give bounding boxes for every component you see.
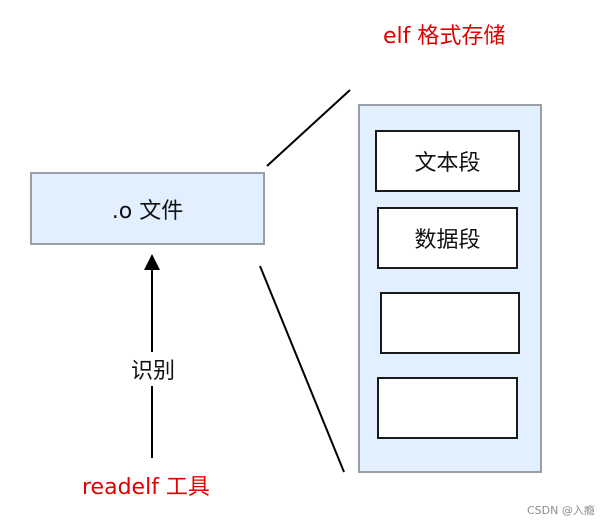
segment-label-text: 文本段	[414, 151, 481, 176]
connector-line-top	[266, 89, 351, 167]
segment-box-data: 数据段	[377, 207, 518, 269]
object-file-label: .o 文件	[111, 198, 184, 224]
connector-line-bottom	[259, 265, 345, 473]
segment-box-text: 文本段	[375, 130, 520, 192]
segment-box-empty-2	[377, 377, 518, 439]
segment-box-empty-1	[380, 292, 520, 354]
segment-label-data: 数据段	[414, 228, 481, 253]
arrow-label-bg: 识别	[126, 352, 180, 386]
object-file-box: .o 文件	[30, 172, 265, 245]
readelf-tool-label: readelf 工具	[82, 475, 210, 500]
csdn-watermark: CSDN @入瘾	[527, 504, 595, 517]
recognition-label: 识别	[130, 359, 175, 384]
elf-storage-label: elf 格式存储	[383, 24, 506, 49]
